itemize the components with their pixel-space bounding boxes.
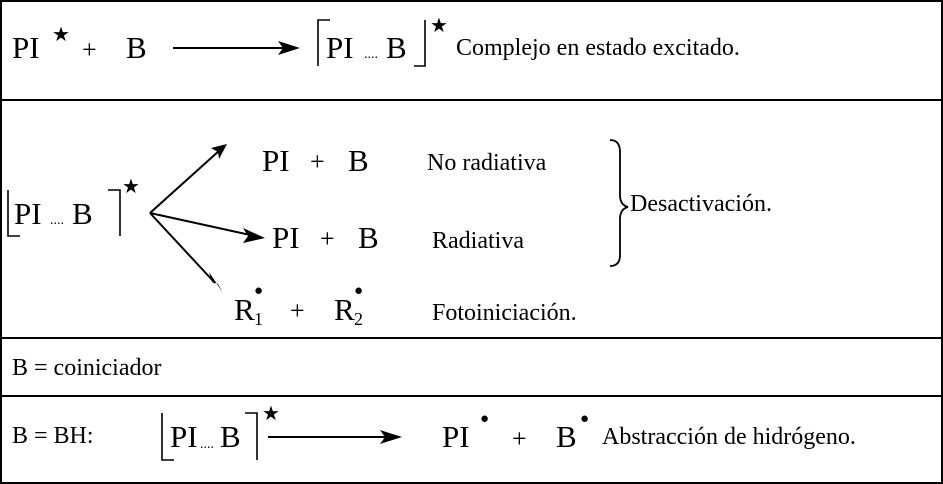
row1-complex-star: ★ [430,15,448,37]
row4-complex-pi: PI [170,419,198,454]
row4-complex-bracket-right [245,412,258,460]
row4-pi: PI [442,419,470,454]
row1-label: Complejo en estado excitado. [456,35,740,61]
row1-complex-bracket-left [317,19,330,66]
product2-label: Radiativa [432,228,524,254]
row4-complex-star: ★ [262,403,280,425]
row1-pi-star: ★ [52,24,70,46]
product3-r1-subscript: 1 [254,309,263,329]
product1-label: No radiativa [427,150,547,176]
row2-complex-bracket-right [108,189,121,236]
product1-b: B [348,143,369,178]
branch-arrowhead-up [211,144,227,159]
branch-arrow-down [149,212,216,284]
branch-arrowhead-down [209,272,223,293]
row4-complex-b: B [220,419,241,454]
product2-plus: + [320,224,335,253]
deactivation-brace [609,139,629,267]
row1-complex-pi: PI [326,30,354,65]
product2-pi: PI [272,220,300,255]
product3-label: Fotoiniciación. [432,300,577,326]
row1-complex-bracket-right [414,20,426,67]
product1-pi: PI [262,143,290,178]
row4-b: B [556,419,577,454]
row2-complex-b: B [72,196,93,231]
row1-complex-b: B [386,30,407,65]
row2-complex-pi: PI [14,196,42,231]
row4-pi-dot: ● [480,411,490,427]
row2-complex-bracket-left [7,190,20,237]
row4-label: Abstracción de hidrógeno. [602,424,856,450]
product2-b: B [358,220,379,255]
deactivation-label: Desactivación. [630,191,772,217]
row1-plus: + [82,35,97,64]
branch-arrow-up [149,149,221,214]
branch-arrow-middle [149,212,256,237]
row1-b: B [126,30,147,65]
row2-complex-dots: .... [50,213,64,228]
row4-plus: + [512,424,527,453]
product3-r2-subscript: 2 [354,309,363,329]
product3-r1: R [234,292,255,327]
row1-complex-dots: .... [364,47,378,62]
coinitiator-definition: B = coiniciador [12,355,162,381]
product3-plus: + [290,296,305,325]
row4-arrowhead [380,430,402,444]
product3-r1-dot: ● [254,283,264,299]
row1-pi: PI [12,30,40,65]
row2-complex-star: ★ [122,176,140,198]
row4-prefix: B = BH: [12,423,94,449]
row4-complex-dots: .... [200,437,214,452]
branch-arrowhead-middle [243,228,265,243]
row1-arrowhead [278,41,300,55]
product3-r2: R [334,292,355,327]
product3-r2-dot: ● [354,283,364,299]
row4-b-dot: ● [580,411,590,427]
row4-complex-bracket-left [161,413,174,461]
product1-plus: + [310,147,325,176]
